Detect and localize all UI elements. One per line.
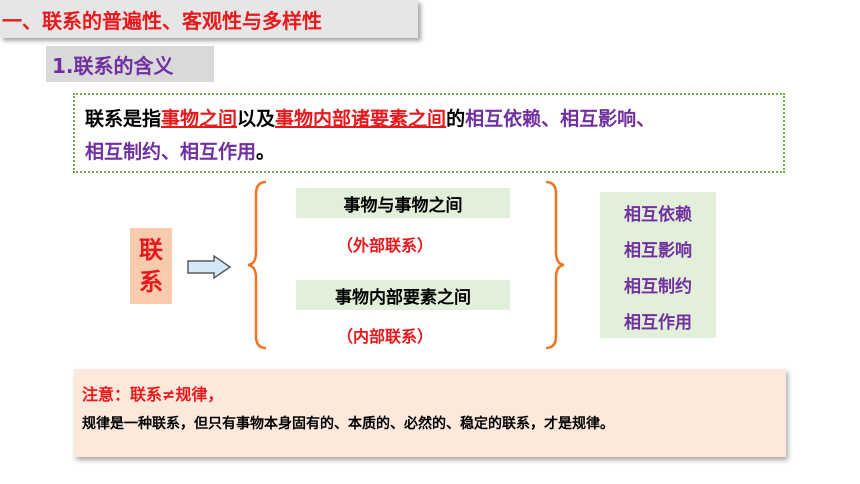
def-text-1: 联系是指 <box>85 108 162 130</box>
def-text-3: 的 <box>446 108 466 130</box>
relation-type-item: 相互制约 <box>624 277 692 297</box>
relation-type-item: 相互依赖 <box>624 205 692 225</box>
internal-relation-box: 事物内部要素之间 <box>296 280 510 310</box>
right-arrow-icon <box>187 254 232 280</box>
definition-box: 联系是指事物之间以及事物内部诸要素之间的相互依赖、相互影响、相互制约、相互作用。 <box>73 93 785 173</box>
external-relation-title: 事物与事物之间 <box>343 195 463 216</box>
relation-type-item: 相互影响 <box>624 241 692 261</box>
relation-type-item: 相互作用 <box>624 313 692 333</box>
internal-relation-note: （内部联系） <box>337 327 434 346</box>
def-between-things: 事物之间 <box>161 108 238 130</box>
connection-label: 联 系 <box>130 228 172 304</box>
section-heading-text: 一、联系的普遍性、客观性与多样性 <box>2 8 322 33</box>
external-relation-box: 事物与事物之间 <box>296 188 510 218</box>
def-relations-1: 相互依赖、相互影响、 <box>465 108 656 130</box>
def-text-4: 。 <box>256 141 276 163</box>
connection-label-char-1: 联 <box>139 236 163 264</box>
note-box: 注意：联系≠规律， 规律是一种联系，但只有事物本身固有的、本质的、必然的、稳定的… <box>74 369 786 457</box>
def-text-2: 以及 <box>237 108 276 130</box>
right-brace-icon <box>545 180 565 350</box>
subsection-heading: 1.联系的含义 <box>46 46 214 82</box>
note-title: 注意：联系≠规律， <box>82 385 224 404</box>
internal-relation-title: 事物内部要素之间 <box>335 287 471 308</box>
def-relations-2: 相互制约、相互作用 <box>85 141 257 163</box>
relation-types-list: 相互依赖 相互影响 相互制约 相互作用 <box>600 192 716 338</box>
connection-label-char-2: 系 <box>139 268 163 296</box>
section-heading: 一、联系的普遍性、客观性与多样性 <box>0 0 418 38</box>
external-relation-note: （外部联系） <box>337 236 434 255</box>
left-brace-icon <box>247 180 267 350</box>
def-within-elements: 事物内部诸要素之间 <box>275 108 447 130</box>
note-text: 规律是一种联系，但只有事物本身固有的、本质的、必然的、稳定的联系，才是规律。 <box>82 416 614 432</box>
subsection-heading-text: 1.联系的含义 <box>52 53 174 78</box>
